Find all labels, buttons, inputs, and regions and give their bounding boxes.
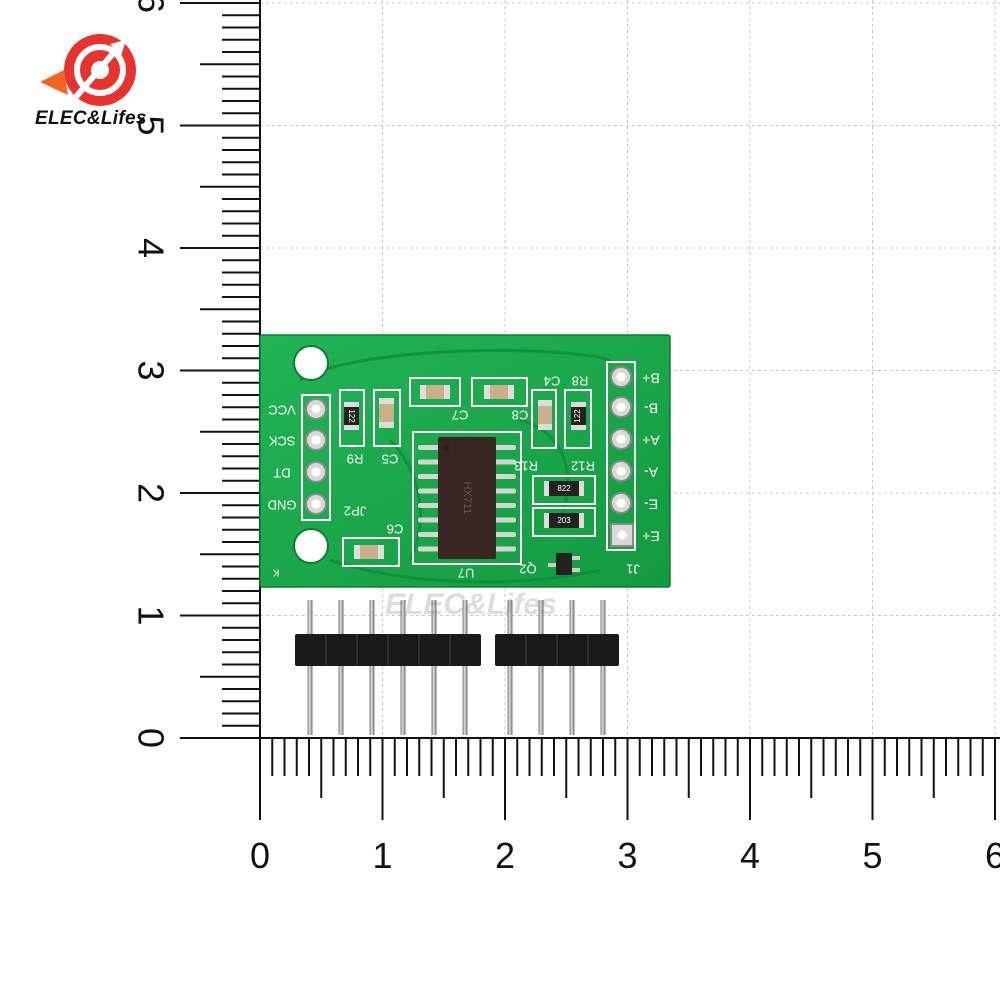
vertical-ruler-label: 4: [130, 238, 171, 258]
silkscreen-label: HX711: [461, 482, 473, 515]
silkscreen-label: Q2: [519, 562, 536, 577]
silkscreen-label: R8: [572, 374, 589, 389]
silkscreen-label: SCK: [268, 434, 295, 449]
header-pin: [600, 600, 606, 735]
silkscreen-label: E-: [644, 496, 658, 512]
pin-headers: [295, 600, 619, 735]
header-pin: [400, 600, 406, 735]
header-pin: [307, 600, 313, 735]
vertical-ruler: 0 1 2 3 4 5 6: [130, 0, 261, 748]
silkscreen-label: R9: [347, 452, 364, 467]
vertical-ruler-label: 3: [130, 360, 171, 380]
silkscreen-label: JP2: [344, 504, 366, 519]
horizontal-ruler: 0 1 2 3 4 5 6: [250, 737, 1000, 876]
silkscreen-label: K: [272, 566, 279, 577]
header-pin: [462, 600, 468, 735]
silkscreen-label: A-: [644, 464, 658, 480]
resistor-code: 122: [573, 409, 582, 423]
silkscreen-label: A+: [642, 432, 660, 448]
silkscreen-label: C6: [387, 522, 404, 537]
horizontal-ruler-label: 1: [372, 835, 392, 876]
silkscreen-label: R12: [571, 459, 595, 474]
horizontal-ruler-label: 3: [617, 835, 637, 876]
horizontal-ruler-label: 2: [495, 835, 515, 876]
horizontal-ruler-label: 0: [250, 835, 270, 876]
silkscreen-label: C5: [382, 452, 399, 467]
silkscreen-label: U7: [458, 566, 475, 581]
silkscreen-label: B-: [644, 400, 658, 416]
header-pin: [569, 600, 575, 735]
brand-name: ELEC&Lifes: [35, 108, 147, 129]
silkscreen-label: C8: [512, 408, 529, 423]
silkscreen-label: E+: [642, 528, 660, 544]
silkscreen-label: B+: [642, 370, 660, 386]
silkscreen-label: R13: [514, 459, 538, 474]
silkscreen-label: C4: [544, 374, 561, 389]
header-pin: [538, 600, 544, 735]
silkscreen-label: DT: [273, 466, 290, 481]
silkscreen-label: J1: [626, 562, 640, 577]
vertical-ruler-label: 6: [130, 0, 171, 13]
horizontal-ruler-label: 4: [740, 835, 760, 876]
mount-hole-top: [293, 345, 329, 381]
horizontal-ruler-label: 5: [862, 835, 882, 876]
resistor-code: 203: [557, 516, 571, 525]
header-pin: [507, 600, 513, 735]
header-pin: [431, 600, 437, 735]
vertical-ruler-label: 2: [130, 483, 171, 503]
resistor-code: 122: [347, 409, 356, 423]
vertical-ruler-label: 1: [130, 605, 171, 625]
resistor-code: 822: [557, 484, 571, 493]
brand-watermark: ELEC&Lifes: [385, 588, 557, 621]
vertical-ruler-label: 0: [130, 728, 171, 748]
horizontal-ruler-label: 6: [985, 835, 1000, 876]
silkscreen-label: C7: [452, 408, 469, 423]
header-pin: [369, 600, 375, 735]
silkscreen-label: GND: [268, 498, 297, 513]
mount-hole-bottom: [293, 528, 329, 564]
header-pin: [338, 600, 344, 735]
vertical-ruler-label: 5: [130, 115, 171, 135]
hx711-chip: [418, 437, 516, 559]
brand-logo: [40, 34, 136, 106]
silkscreen-label: VCC: [268, 403, 295, 418]
